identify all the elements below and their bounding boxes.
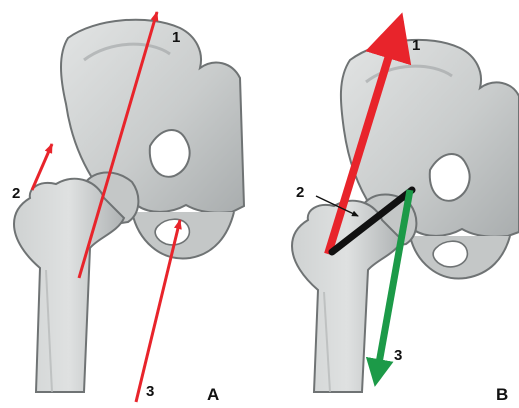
arrow-3-label-a: 3 [146,383,154,400]
panel-b: 1 2 3 B [292,20,519,404]
arrow-3-label-b: 3 [394,347,402,364]
arrow-1-label-a: 1 [172,29,180,46]
arrow-2-label-a: 2 [12,185,20,202]
panel-label-a: A [207,385,219,404]
panel-label-b: B [496,385,508,404]
arrow-1-label-b: 1 [412,37,420,54]
femur-a [14,173,138,393]
arrow-2-label-b: 2 [296,184,304,201]
panel-a: 1 2 3 A [12,12,244,404]
